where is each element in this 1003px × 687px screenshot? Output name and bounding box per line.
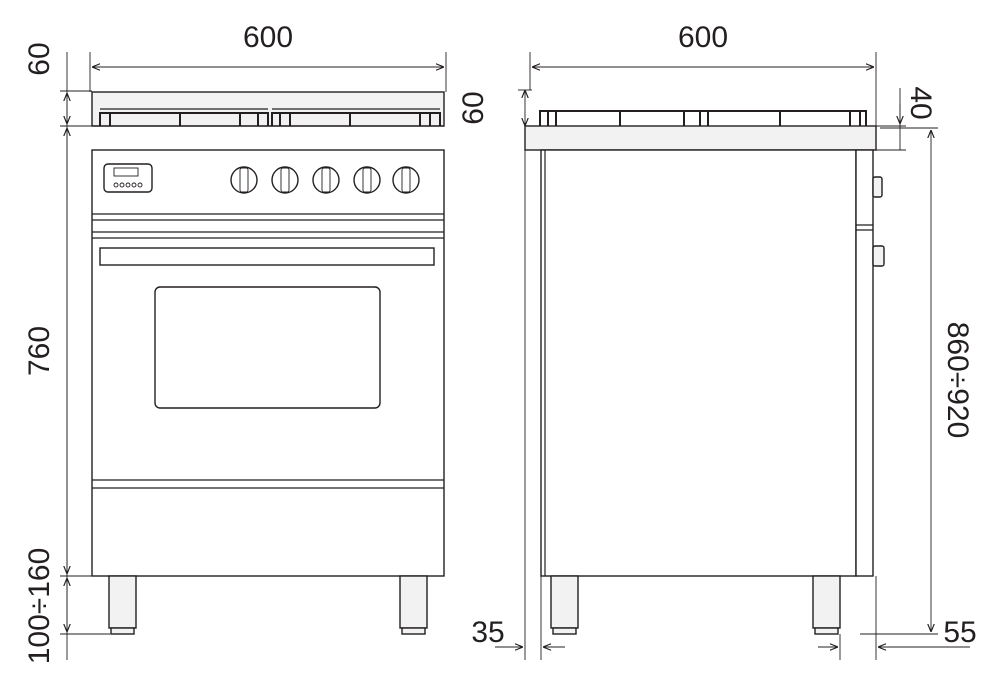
side-rear-offset-label: 35	[471, 616, 504, 649]
front-feet	[108, 575, 428, 635]
side-dimensions	[495, 52, 970, 660]
knob-icon	[392, 166, 420, 194]
side-top-height-label: 60	[457, 91, 490, 124]
knob-icon	[353, 166, 381, 194]
timer-display-icon	[103, 163, 153, 193]
front-width-label: 600	[243, 21, 293, 54]
front-top-height-label: 60	[23, 42, 56, 75]
knob-icon	[312, 166, 340, 194]
side-width-label: 600	[678, 21, 728, 54]
side-feet	[550, 575, 841, 635]
side-body	[540, 149, 857, 577]
front-dimensions	[60, 52, 447, 660]
knob-icon	[230, 166, 258, 194]
side-total-height-label: 860÷920	[941, 322, 974, 439]
front-feet-height-label: 100÷160	[23, 548, 56, 665]
side-handle-icon	[872, 245, 885, 267]
knob-icon	[271, 166, 299, 194]
side-front-offset-label: 55	[943, 616, 976, 649]
front-grates	[99, 108, 441, 126]
oven-door-handle	[99, 247, 435, 266]
side-grates	[539, 110, 867, 126]
front-body-height-label: 760	[23, 326, 56, 376]
side-worktop	[524, 125, 877, 151]
side-knob-icon	[872, 176, 883, 198]
oven-window	[154, 286, 381, 409]
side-view	[495, 52, 970, 660]
control-knobs	[230, 166, 420, 194]
front-view	[60, 52, 447, 660]
side-back-height-label: 40	[904, 86, 937, 119]
side-front-fascia	[855, 149, 874, 577]
